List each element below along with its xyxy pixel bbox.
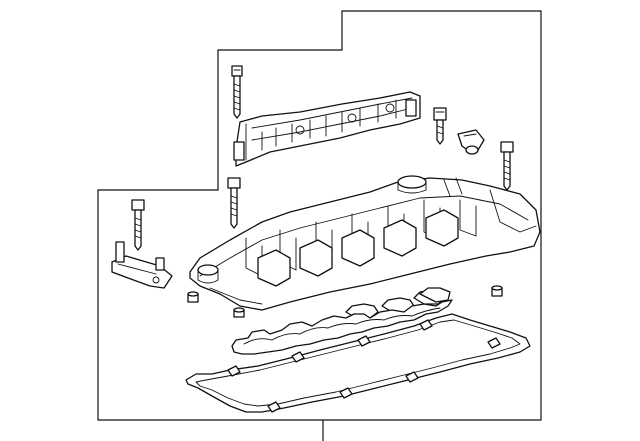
frame — [97, 10, 542, 421]
sensor — [457, 129, 485, 155]
cap-plug — [491, 285, 503, 297]
valve-cover — [189, 175, 541, 311]
mounting-bolt — [231, 65, 243, 119]
outer-gasket — [185, 313, 531, 413]
mounting-bolt — [227, 177, 241, 229]
mounting-bolt — [131, 199, 145, 251]
small-bolt — [433, 107, 447, 145]
long-bolt — [500, 141, 514, 191]
cap-plug — [187, 291, 199, 303]
inner-gasket — [231, 299, 453, 355]
cap-plug — [233, 307, 245, 318]
bracket-assembly — [233, 91, 421, 167]
mount-bracket — [111, 241, 173, 289]
